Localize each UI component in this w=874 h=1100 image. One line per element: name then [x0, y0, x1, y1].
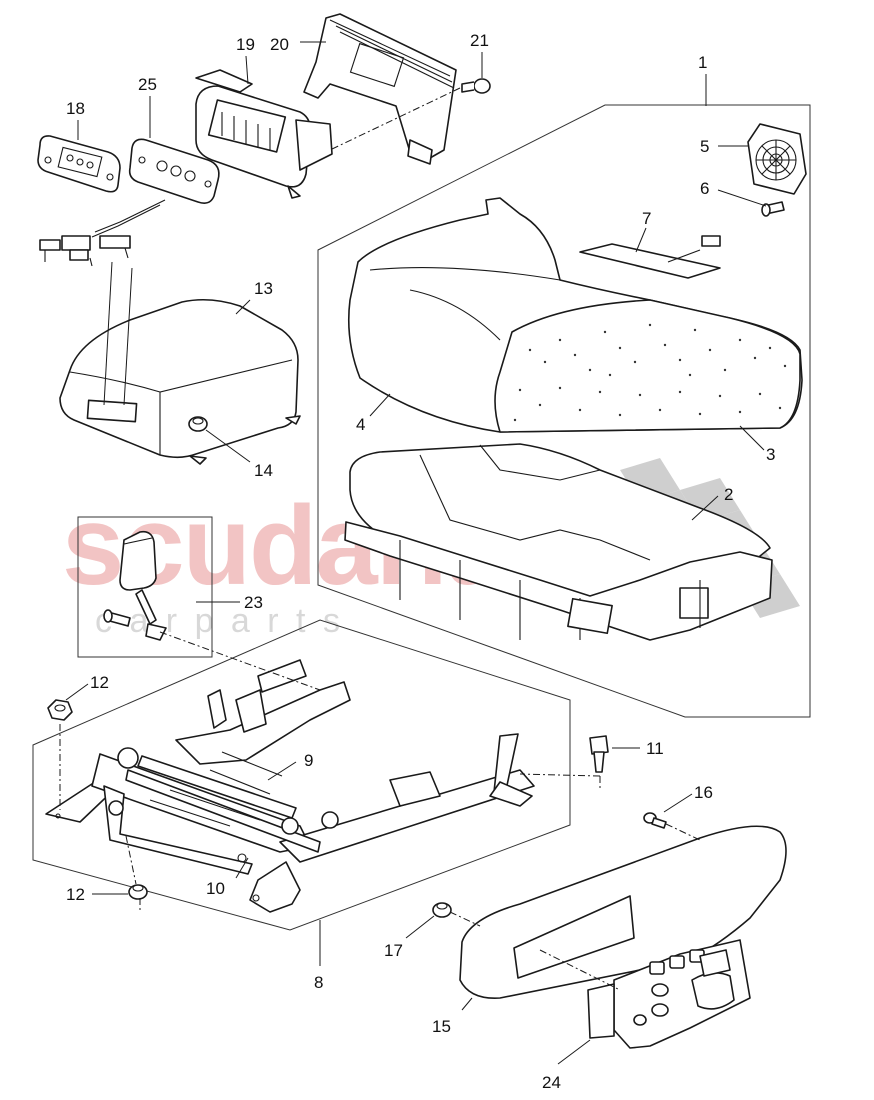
callout-16: 16 [694, 783, 713, 802]
assembly-line [103, 261, 113, 406]
assembly-line [123, 267, 133, 406]
bracket-20 [303, 13, 457, 165]
leader-lines [65, 41, 767, 1065]
seat-pan-frame-2 [344, 443, 773, 641]
screw-6 [761, 201, 785, 217]
heater-mat-7 [579, 235, 721, 279]
callout-10: 10 [206, 879, 225, 898]
connector-housing-19 [195, 69, 333, 199]
connector-plate-18 [37, 135, 121, 193]
assembly-line [159, 631, 321, 691]
callout-12-top: 12 [90, 673, 109, 692]
callout-18: 18 [66, 99, 85, 118]
callout-6: 6 [700, 179, 709, 198]
assembly-line [449, 911, 481, 927]
callout-12-bottom: 12 [66, 885, 85, 904]
callout-19: 19 [236, 35, 255, 54]
callout-4: 4 [356, 415, 365, 434]
screw-21 [461, 78, 491, 94]
trim-cover-13 [59, 298, 301, 465]
callout-11: 11 [646, 739, 664, 758]
callout-1: 1 [698, 53, 707, 72]
bolt-11 [589, 735, 609, 773]
watermark-tagline: c a r p a r t s [95, 602, 344, 640]
assembly-line [329, 87, 461, 151]
callout-23: 23 [244, 593, 263, 612]
fan-5 [747, 123, 807, 195]
callout-25: 25 [138, 75, 157, 94]
clip-17 [432, 902, 452, 918]
callout-17: 17 [384, 941, 403, 960]
nut-12-bottom [128, 884, 148, 900]
foam-pad-3 [494, 299, 801, 433]
seat-cushion-group-frame [317, 104, 811, 718]
callout-13: 13 [254, 279, 273, 298]
callout-labels: 1 2 3 4 5 6 7 8 9 10 11 12 12 13 14 15 1… [66, 31, 775, 1092]
seat-adjuster-frame-8 [45, 659, 535, 913]
callout-7: 7 [642, 209, 651, 228]
screw-16 [643, 812, 667, 829]
callout-14: 14 [254, 461, 273, 480]
callout-20: 20 [270, 35, 289, 54]
callout-5: 5 [700, 137, 709, 156]
seat-frame-group-frame [32, 619, 571, 931]
assembly-line [519, 773, 601, 777]
assembly-line [125, 835, 137, 885]
seat-switch-24 [587, 939, 751, 1049]
callout-3: 3 [766, 445, 775, 464]
callout-21: 21 [470, 31, 489, 50]
nut-12-top [47, 699, 73, 721]
belt-buckle-23 [103, 530, 167, 641]
callout-24: 24 [542, 1073, 561, 1092]
callout-2: 2 [724, 485, 733, 504]
callout-8: 8 [314, 973, 323, 992]
assembly-line [665, 823, 701, 841]
belt-buckle-group-frame [77, 516, 213, 658]
callout-9: 9 [304, 751, 313, 770]
connector-harness-25 [39, 138, 220, 267]
callout-15: 15 [432, 1017, 451, 1036]
nut-14 [188, 416, 208, 432]
side-trim-15 [459, 825, 787, 999]
